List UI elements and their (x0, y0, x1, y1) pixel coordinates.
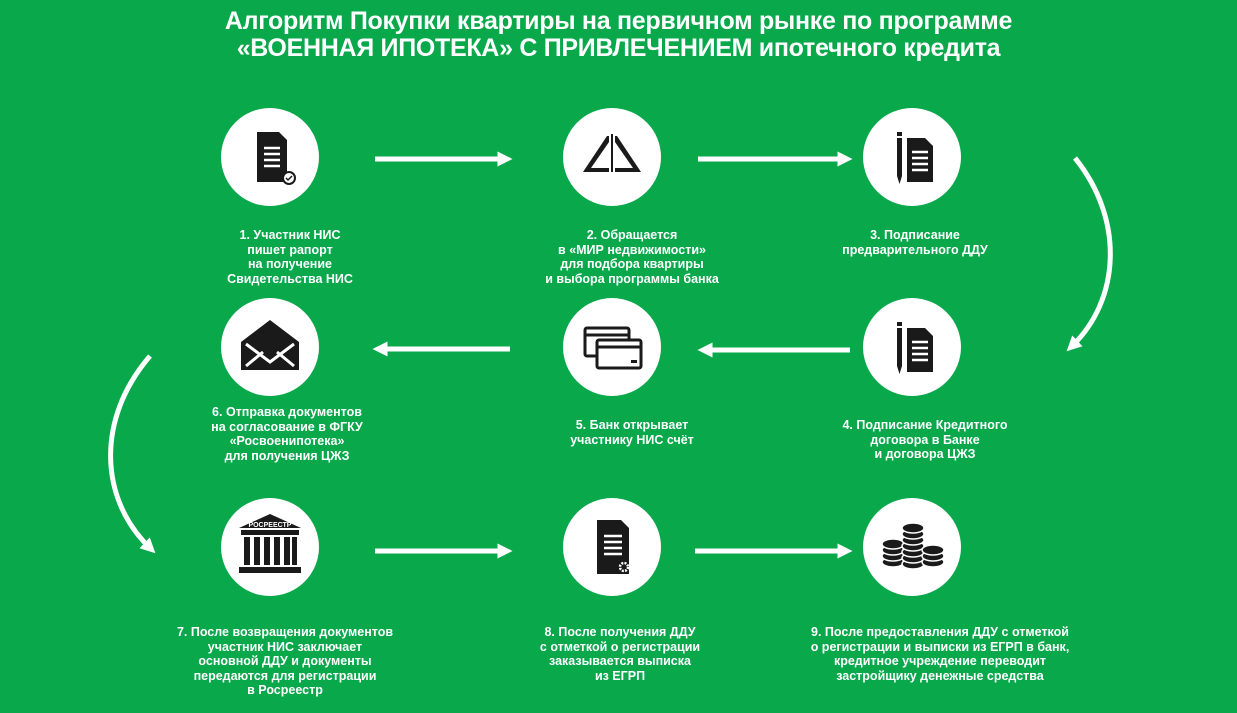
caption-line: 2. Обращается (586, 228, 678, 242)
contract-pen-icon (897, 322, 933, 374)
caption-line: заказывается выписка (549, 654, 691, 668)
caption-line: 5. Банк открывает (575, 418, 689, 432)
step-8-caption: 8. После получения ДДУ с отметкой о реги… (470, 625, 770, 683)
step-5-circle (563, 298, 661, 396)
caption-line: 4. Подписание Кредитного (842, 418, 1008, 432)
arrow-3-4 (1066, 156, 1113, 352)
caption-line: 9. После предоставления ДДУ с отметкой (811, 625, 1069, 639)
caption-line: участнику НИС счёт (570, 432, 694, 447)
caption-line: 8. После получения ДДУ (544, 625, 696, 639)
step-2-caption: 2. Обращается в «МИР недвижимости» для п… (482, 228, 782, 286)
caption-line: для получения ЦЖЗ (224, 448, 350, 463)
caption-line: для подбора квартиры (560, 257, 704, 271)
coins-icon (881, 522, 945, 570)
road-icon (583, 134, 641, 172)
caption-line: Свидетельства НИС (227, 271, 353, 286)
step-4-circle (863, 298, 961, 396)
caption-line: в Росреестр (247, 683, 323, 697)
caption-line: о регистрации и выписки из ЕГРП в банк, (810, 639, 1070, 654)
bank-cards-icon (583, 326, 643, 370)
step-1-circle (221, 108, 319, 206)
caption-line: передаются для регистрации (193, 668, 377, 683)
envelope-icon (241, 320, 299, 370)
step-7-circle: РОСРЕЕСТР (221, 498, 319, 596)
caption-line: 1. Участник НИС (239, 228, 341, 242)
caption-line: застройщику денежные средства (836, 668, 1044, 683)
caption-line: на получение (248, 257, 332, 271)
caption-line: 7. После возвращения документов (176, 625, 394, 639)
step-9-circle (863, 498, 961, 596)
caption-line: с отметкой о регистрации (539, 639, 701, 654)
rosreestr-label: РОСРЕЕСТР (249, 522, 292, 529)
document-check-icon (257, 132, 296, 185)
page-title: Алгоритм Покупки квартиры на первичном р… (0, 8, 1237, 62)
step-1-caption: 1. Участник НИС пишет рапорт на получени… (140, 228, 440, 286)
step-6-circle (221, 298, 319, 396)
caption-line: «Росвоенипотека» (229, 434, 345, 448)
caption-line: 3. Подписание (870, 228, 960, 242)
caption-line: договора в Банке (870, 432, 980, 447)
caption-line: основной ДДУ и документы (198, 654, 372, 668)
caption-line: пишет рапорт (247, 242, 333, 257)
step-6-caption: 6. Отправка документов на согласование в… (137, 405, 437, 463)
caption-line: участник НИС заключает (207, 639, 363, 654)
caption-line: в «МИР недвижимости» (558, 242, 706, 257)
step-9-caption: 9. После предоставления ДДУ с отметкой о… (790, 625, 1090, 683)
step-8-circle (563, 498, 661, 596)
rosreestr-building-icon: РОСРЕЕСТР (239, 514, 301, 573)
step-2-circle (563, 108, 661, 206)
step-5-caption: 5. Банк открывает участнику НИС счёт (482, 418, 782, 447)
caption-line: 6. Отправка документов (212, 405, 362, 419)
caption-line: на согласование в ФГКУ (211, 419, 363, 434)
caption-line: предварительного ДДУ (842, 242, 988, 257)
caption-line: и договора ЦЖЗ (874, 447, 976, 461)
document-gear-icon (597, 520, 630, 574)
title-line-1: Алгоритм Покупки квартиры на первичном р… (224, 7, 1013, 35)
title-line-2: «ВОЕННАЯ ИПОТЕКА» С ПРИВЛЕЧЕНИЕМ ипотечн… (236, 34, 1001, 62)
step-4-caption: 4. Подписание Кредитного договора в Банк… (775, 418, 1075, 462)
contract-pen-icon (897, 132, 933, 184)
step-3-circle (863, 108, 961, 206)
step-7-caption: 7. После возвращения документов участник… (135, 625, 435, 698)
arrow-6-7 (108, 354, 156, 554)
step-3-caption: 3. Подписание предварительного ДДУ (765, 228, 1065, 257)
caption-line: кредитное учреждение переводит (833, 654, 1047, 668)
caption-line: из ЕГРП (594, 668, 646, 683)
caption-line: и выбора программы банка (545, 271, 719, 286)
